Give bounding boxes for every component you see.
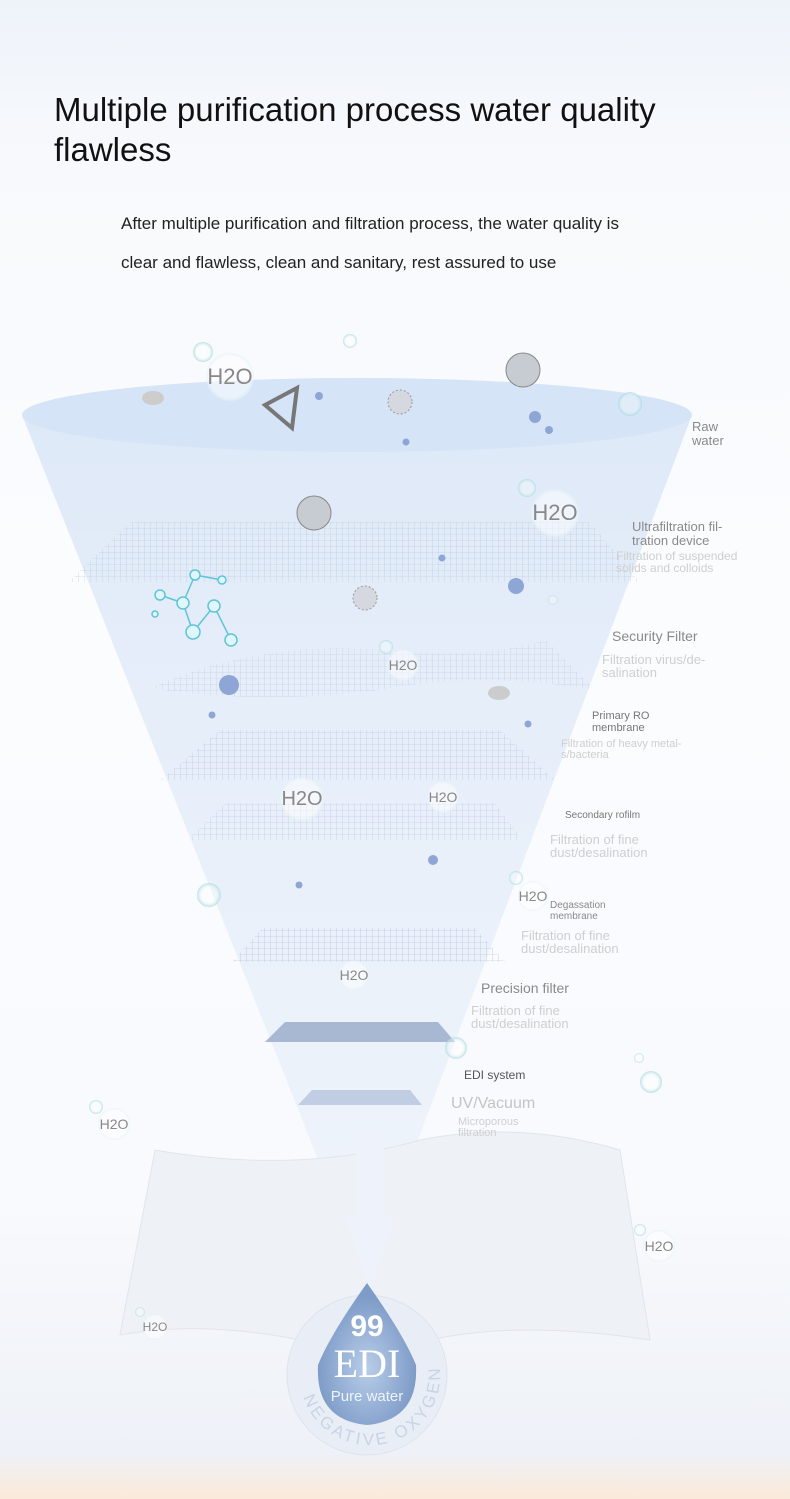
stage-label-edi: EDI system — [464, 1068, 526, 1082]
h2o-label: H2O — [99, 1116, 129, 1132]
h2o-label: H2O — [644, 1238, 674, 1254]
particle-dots — [208, 392, 553, 889]
h2o-label: H2O — [518, 888, 548, 904]
h2o-molecule-bubble: H2O — [142, 1314, 168, 1340]
layer-precision — [265, 1022, 455, 1042]
h2o-label: H2O — [388, 657, 418, 673]
h2o-label: H2O — [281, 787, 323, 810]
stage-desc-degassation: Filtration of fine dust/desalination — [521, 928, 619, 956]
virus-icon — [352, 585, 378, 611]
stage-label-raw-water: Raw water — [692, 419, 724, 448]
raw-water-surface — [22, 378, 692, 452]
h2o-label: H2O — [339, 967, 369, 983]
stage-desc-uv-vacuum: Microporous filtration — [458, 1116, 519, 1139]
stage-label-primary-ro: Primary RO membrane — [592, 710, 650, 734]
purity-number: 99 — [350, 1310, 384, 1343]
subtitle-line-1: After multiple purification and filtrati… — [121, 214, 619, 233]
stage-desc-ultrafiltration: Filtration of suspended solids and collo… — [616, 549, 738, 575]
h2o-label: H2O — [532, 500, 578, 525]
stage-label-precision: Precision filter — [481, 980, 569, 996]
molecule-icon — [151, 569, 238, 647]
h2o-label: H2O — [207, 364, 253, 389]
stage-label-uv-vacuum: UV/Vacuum — [451, 1095, 536, 1112]
page-title: Multiple purification process water qual… — [54, 91, 656, 168]
layer-ultrafiltration — [68, 522, 640, 582]
stage-desc-secondary-rofilm: Filtration of fine dust/desalination — [550, 832, 648, 860]
h2o-label: H2O — [428, 789, 458, 805]
virus-icon — [387, 389, 413, 415]
layer-edi — [298, 1090, 422, 1105]
h2o-molecule-bubble: H2O — [280, 777, 324, 821]
stage-desc-precision: Filtration of fine dust/desalination — [471, 1003, 569, 1031]
h2o-label: H2O — [142, 1320, 168, 1334]
layer-degassation — [232, 928, 505, 962]
stage-desc-primary-ro: Filtration of heavy metal-s/bacteria — [561, 738, 682, 761]
bacteria-icon — [505, 352, 541, 388]
water-drop-icon — [317, 1283, 417, 1425]
stage-desc-security-filter: Filtration virus/de-salination — [602, 652, 706, 680]
layer-secondary-rofilm — [187, 803, 522, 840]
triangle-particle-icon — [261, 384, 300, 432]
h2o-molecule-bubble: H2O — [643, 1230, 675, 1262]
microbe-icon — [488, 686, 510, 700]
h2o-molecule-bubble: H2O — [518, 881, 548, 911]
bacteria-icon — [296, 495, 332, 531]
microbe-icon — [142, 391, 164, 405]
h2o-molecule-bubble: H2O — [98, 1108, 130, 1140]
pure-water-label: Pure water — [330, 1388, 404, 1405]
layer-security-filter — [150, 640, 595, 698]
stage-label-ultrafiltration: Ultrafiltration fil-tration device — [632, 519, 723, 548]
layer-primary-ro — [160, 730, 555, 780]
stage-label-degassation: Degassation membrane — [550, 900, 606, 922]
h2o-molecule-bubble: H2O — [206, 353, 254, 401]
stage-label-security-filter: Security Filter — [612, 628, 698, 644]
subtitle-line-2: clear and flawless, clean and sanitary, … — [121, 253, 557, 272]
h2o-molecule-bubble: H2O — [427, 781, 459, 813]
down-arrow-icon — [345, 1215, 395, 1290]
h2o-molecule-bubble: H2O — [339, 960, 369, 990]
bubbles — [89, 334, 662, 1317]
edi-title: EDI — [333, 1341, 401, 1386]
h2o-molecule-bubble: H2O — [387, 649, 419, 681]
stage-label-secondary-rofilm: Secondary rofilm — [565, 810, 641, 821]
h2o-molecule-bubble: H2O — [531, 489, 579, 537]
